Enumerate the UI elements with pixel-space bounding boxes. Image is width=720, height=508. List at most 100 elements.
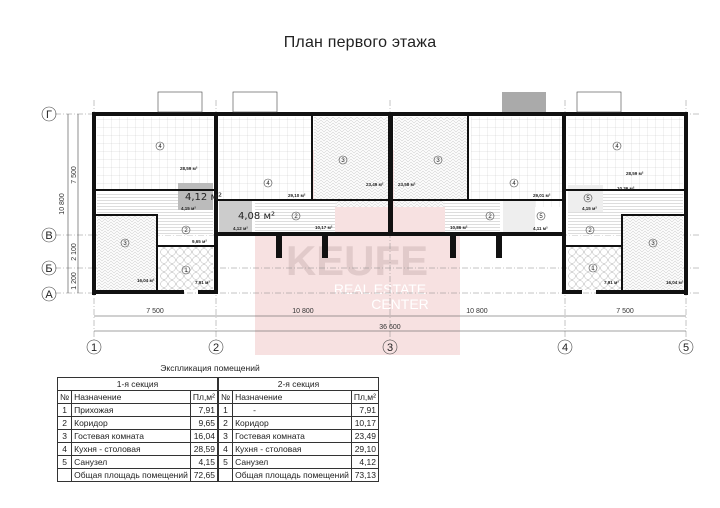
svg-text:7,91 м²: 7,91 м² (195, 280, 210, 285)
svg-text:4,08 м²: 4,08 м² (238, 211, 275, 222)
svg-text:4: 4 (266, 181, 270, 187)
svg-text:4,12 м²: 4,12 м² (233, 226, 248, 231)
axis-col-3: 3 (382, 339, 398, 355)
room-cl-2: 2 10,17 м² (291, 211, 333, 230)
svg-text:28,59 м²: 28,59 м² (626, 171, 644, 176)
svg-text:10 800: 10 800 (59, 193, 66, 215)
svg-text:29,10 м²: 29,10 м² (288, 193, 306, 198)
room-schedule-table: 1-я секция 2-я секция № Назначение Пл,м²… (56, 377, 379, 482)
room-cr-2: 2 10,86 м² (450, 211, 495, 230)
room-right-4: 428,59 м² (612, 141, 644, 176)
svg-text:7,91 м²: 7,91 м² (604, 280, 619, 285)
svg-text:В: В (45, 230, 52, 242)
svg-text:1: 1 (184, 268, 188, 274)
svg-text:4: 4 (158, 144, 162, 150)
svg-text:28,59 м²: 28,59 м² (180, 166, 198, 171)
svg-text:10,17 м²: 10,17 м² (315, 225, 333, 230)
axis-row-a: А (41, 286, 57, 302)
watermark-line2: CENTER (371, 296, 429, 312)
svg-text:2 100: 2 100 (71, 243, 78, 261)
room-right-1: 1 7,91 м² (588, 263, 619, 285)
svg-text:4: 4 (562, 342, 568, 354)
axis-markers: 1 2 3 4 5 Г В Б А (41, 106, 694, 355)
svg-text:10 800: 10 800 (292, 308, 314, 315)
svg-text:3: 3 (123, 241, 127, 247)
svg-text:4,15 м²: 4,15 м² (181, 206, 196, 211)
svg-text:2: 2 (588, 228, 592, 234)
room-schedule: Экспликация помещений 1-я секция 2-я сек… (56, 363, 379, 482)
svg-text:3: 3 (436, 158, 440, 164)
svg-text:7 500: 7 500 (616, 308, 634, 315)
svg-text:4,15 м²: 4,15 м² (582, 206, 597, 211)
svg-text:1: 1 (591, 266, 595, 272)
axis-col-4: 4 (557, 339, 573, 355)
axis-row-v: В (41, 227, 57, 243)
svg-text:10,86 м²: 10,86 м² (450, 225, 468, 230)
walls (92, 112, 688, 295)
svg-text:10 800: 10 800 (466, 308, 488, 315)
plan-title: План первого этажа (283, 34, 437, 51)
svg-text:2: 2 (213, 342, 219, 354)
porches (157, 91, 622, 113)
room-left-5: 4,15 м² 4,12 м² (181, 192, 222, 211)
svg-text:1 200: 1 200 (71, 272, 78, 290)
dimensions: 7 500 10 800 10 800 7 500 36 600 7 500 2… (59, 114, 686, 332)
svg-text:4,11 м²: 4,11 м² (533, 226, 548, 231)
svg-text:10,36 м²: 10,36 м² (617, 186, 635, 191)
room-right-5: 54,15 м² (582, 193, 597, 211)
room-cl-4: 4 29,10 м² (263, 178, 306, 198)
floor-plan: KEUFE REAL ESTATE CENTER (41, 91, 700, 355)
room-cr-5: 5 4,11 м² (533, 211, 548, 231)
svg-text:29,01 м²: 29,01 м² (533, 193, 551, 198)
svg-text:9,65 м²: 9,65 м² (192, 239, 207, 244)
axis-col-5: 5 (678, 339, 694, 355)
svg-text:5: 5 (539, 214, 543, 220)
watermark-brand: KEUFE (286, 237, 428, 284)
room-cr-3: 3 23,58 м² (398, 155, 443, 187)
room-left-3: 3 16,04 м² (120, 238, 155, 283)
room-left-4: 4 28,59 м² (155, 141, 198, 171)
svg-text:23,49 м²: 23,49 м² (366, 182, 384, 187)
room-cl-5: 4,12 м² 4,08 м² (233, 211, 275, 231)
svg-text:5: 5 (683, 342, 689, 354)
svg-text:Б: Б (45, 263, 52, 275)
svg-text:7 500: 7 500 (146, 308, 164, 315)
room-labels: 4 28,59 м² 4,15 м² 4,12 м² 2 9,65 м² 3 16,04… (120, 141, 684, 285)
svg-text:16,04 м²: 16,04 м² (137, 278, 155, 283)
svg-text:16,04 м²: 16,04 м² (666, 280, 684, 285)
svg-text:36 600: 36 600 (379, 324, 401, 331)
room-left-2: 2 9,65 м² (181, 225, 207, 244)
svg-text:Г: Г (46, 109, 52, 121)
watermark-line1: REAL ESTATE (334, 281, 426, 297)
section-header-row: 1-я секция 2-я секция (56, 377, 379, 391)
axis-col-1: 1 (86, 339, 102, 355)
svg-text:4,12 м²: 4,12 м² (185, 192, 222, 203)
axis-row-g: Г (41, 106, 57, 122)
room-cl-3: 3 23,49 м² (338, 155, 384, 187)
svg-text:23,58 м²: 23,58 м² (398, 182, 416, 187)
svg-text:2: 2 (184, 228, 188, 234)
axis-col-2: 2 (208, 339, 224, 355)
room-cr-4: 4 29,01 м² (509, 178, 551, 198)
room-left-1: 1 7,91 м² (181, 265, 210, 285)
svg-text:7 500: 7 500 (71, 166, 78, 184)
svg-text:1: 1 (91, 342, 97, 354)
axis-row-b: Б (41, 260, 57, 276)
svg-text:3: 3 (387, 342, 393, 354)
svg-text:2: 2 (488, 214, 492, 220)
svg-text:4: 4 (512, 181, 516, 187)
room-right-2: 2 10,36 м² (585, 186, 635, 235)
table-caption: Экспликация помещений (160, 363, 260, 373)
svg-text:3: 3 (341, 158, 345, 164)
svg-text:2: 2 (294, 214, 298, 220)
room-right-3: 3 16,04 м² (648, 238, 684, 285)
svg-text:А: А (45, 289, 53, 301)
svg-text:3: 3 (651, 241, 655, 247)
column-header-row: № Назначение Пл,м² № Назначение Пл,м² (56, 390, 379, 404)
